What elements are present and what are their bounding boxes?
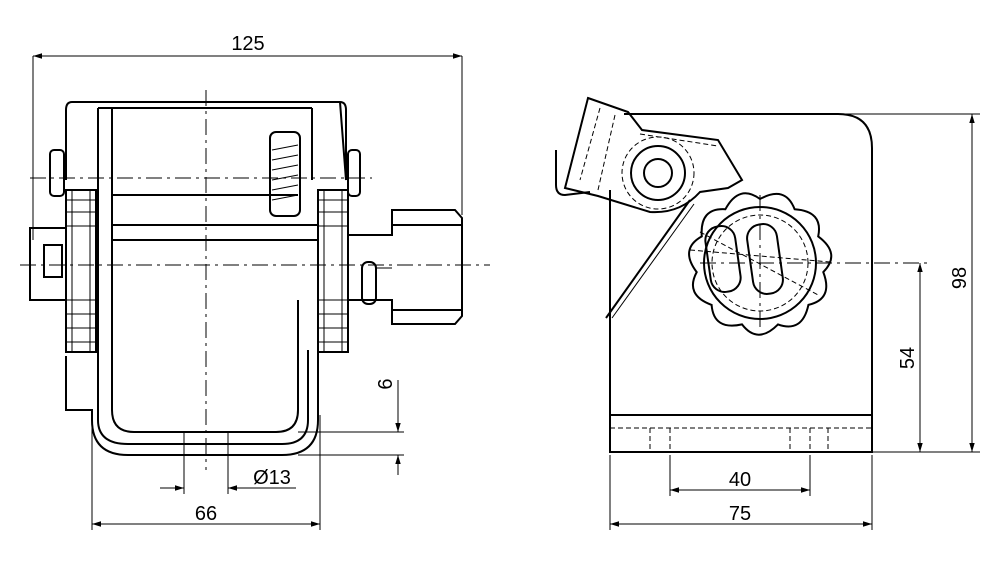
front-dim-6: 6 [298, 378, 404, 475]
dim-label-98: 98 [949, 267, 971, 289]
side-view [555, 96, 930, 453]
dim-label-54: 54 [897, 347, 919, 369]
front-frame-inner [98, 107, 312, 433]
left-bolt-head [43, 244, 63, 278]
right-pin [347, 149, 361, 197]
front-dim-66: 66 [91, 415, 321, 530]
left-disc-stack [65, 189, 97, 353]
side-body [609, 113, 873, 453]
hex-nut [348, 209, 463, 325]
dim-label-40: 40 [729, 469, 751, 491]
front-dim-125: 125 [32, 33, 463, 240]
pawl-lever [563, 96, 744, 214]
left-hub [29, 227, 67, 301]
right-disc-stack [317, 189, 349, 353]
dim-label-6: 6 [375, 378, 397, 389]
side-dim-54: 54 [897, 263, 923, 452]
side-dim-40: 40 [669, 455, 811, 496]
dim-label-66: 66 [195, 503, 217, 525]
left-pin [49, 149, 65, 197]
spring [269, 131, 301, 217]
locking-pin [361, 261, 377, 305]
dim-label-diameter-13: Ø13 [253, 467, 291, 489]
side-dim-75: 75 [609, 455, 873, 530]
pawl-pivot [630, 145, 686, 201]
front-dim-diameter-13: Ø13 [160, 432, 296, 494]
dim-label-125: 125 [231, 33, 264, 55]
spring-wire [555, 150, 591, 197]
front-view [20, 90, 490, 470]
dim-label-75: 75 [729, 503, 751, 525]
side-dim-98: 98 [842, 113, 980, 453]
